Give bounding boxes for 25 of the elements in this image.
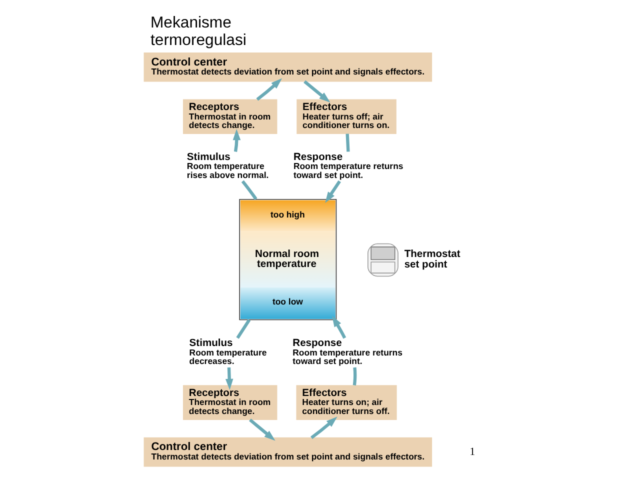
connector xyxy=(236,319,251,339)
node-box: Effectors Heater turns on; air conditioner turns off. xyxy=(296,385,397,420)
arrow xyxy=(256,78,282,101)
arrow xyxy=(310,416,338,440)
node-box: Receptors Thermostat in room detects change. xyxy=(182,385,278,420)
connector xyxy=(352,367,357,386)
diagram-title: Mekanisme termoregulasi xyxy=(150,14,246,49)
node-text: Stimulus Room temperature decreases. xyxy=(189,338,267,366)
node-text: Response Room temperature returns toward set point. xyxy=(292,338,402,366)
node-box: Receptors Thermostat in room detects change. xyxy=(182,99,278,134)
node-box: Control center Thermostat detects deviation from set point and signals effectors. xyxy=(144,437,432,467)
arrow xyxy=(248,418,276,441)
node-text: Stimulus Room temperature rises above normal. xyxy=(186,152,269,180)
arrow xyxy=(225,367,234,390)
connector xyxy=(346,134,350,152)
arrow xyxy=(332,316,346,339)
label: 1 xyxy=(470,446,476,458)
node-text: Response Room temperature returns toward set point. xyxy=(293,152,404,180)
node-box: Control center Thermostat detects deviation from set point and signals effectors. xyxy=(144,52,432,82)
arrow xyxy=(232,129,241,152)
node-box: Effectors Heater turns off; air conditioner turns on. xyxy=(296,99,396,134)
arrow xyxy=(304,80,330,103)
arrow xyxy=(325,180,341,204)
label: Thermostat set point xyxy=(404,249,460,270)
connector xyxy=(241,180,258,200)
